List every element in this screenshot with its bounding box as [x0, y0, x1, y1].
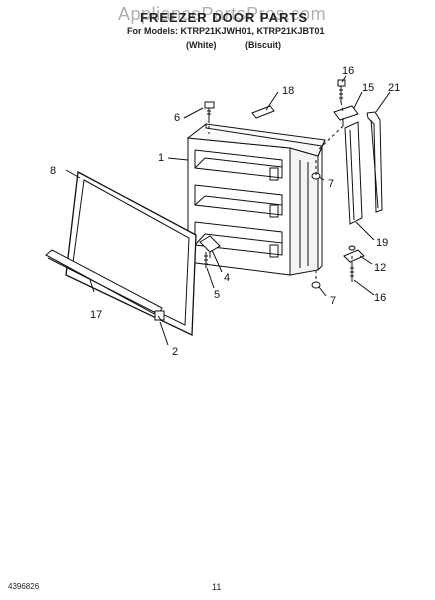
part-label-plate [251, 105, 275, 119]
part-hinge-screw-top [337, 79, 346, 102]
page-title: FREEZER DOOR PARTS [140, 10, 308, 25]
callout-19: 19 [376, 237, 388, 249]
leader-lines [65, 75, 391, 346]
part-door [186, 123, 326, 276]
callout-1: 1 [158, 152, 164, 164]
callout-7-bottom: 7 [330, 295, 336, 307]
callout-16-top: 16 [342, 65, 354, 77]
part-screw-top [204, 101, 215, 120]
part-handle [45, 249, 163, 317]
callout-4: 4 [224, 272, 230, 284]
part-hinge [333, 105, 359, 126]
part-gasket [65, 170, 197, 337]
page-number: 11 [212, 582, 222, 592]
part-seal-strip [366, 111, 383, 213]
alignment-lines [208, 101, 353, 282]
part-bottom-bracket [199, 235, 221, 258]
model-numbers: For Models: KTRP21KJWH01, KTRP21KJBT01 [127, 26, 325, 36]
callout-6: 6 [174, 112, 180, 124]
callout-labels: 6 1 8 17 2 18 4 5 7 7 16 15 21 19 12 16 [50, 65, 400, 358]
variant-white: (White) [186, 40, 217, 50]
part-screw-bottom [204, 252, 208, 268]
part-trim-strip [344, 121, 363, 225]
callout-8: 8 [50, 165, 56, 177]
part-lower-hinge [343, 245, 365, 263]
callout-12: 12 [374, 262, 386, 274]
callout-2: 2 [172, 346, 178, 358]
part-end-cap [154, 310, 165, 321]
part-bushing-bottom [311, 281, 321, 289]
diagram-header: AppliancePartsPros.com FREEZER DOOR PART… [0, 0, 435, 70]
watermark: AppliancePartsPros.com [118, 4, 327, 24]
variant-biscuit: (Biscuit) [245, 40, 281, 50]
callout-15: 15 [362, 82, 374, 94]
callout-5: 5 [214, 289, 220, 301]
callout-17: 17 [90, 309, 102, 321]
callout-18: 18 [282, 85, 294, 97]
document-number: 4396826 [8, 582, 40, 591]
part-hinge-screw-bottom [350, 264, 354, 282]
callout-7-top: 7 [328, 178, 334, 190]
callout-21: 21 [388, 82, 400, 94]
callout-16-bottom: 16 [374, 292, 386, 304]
